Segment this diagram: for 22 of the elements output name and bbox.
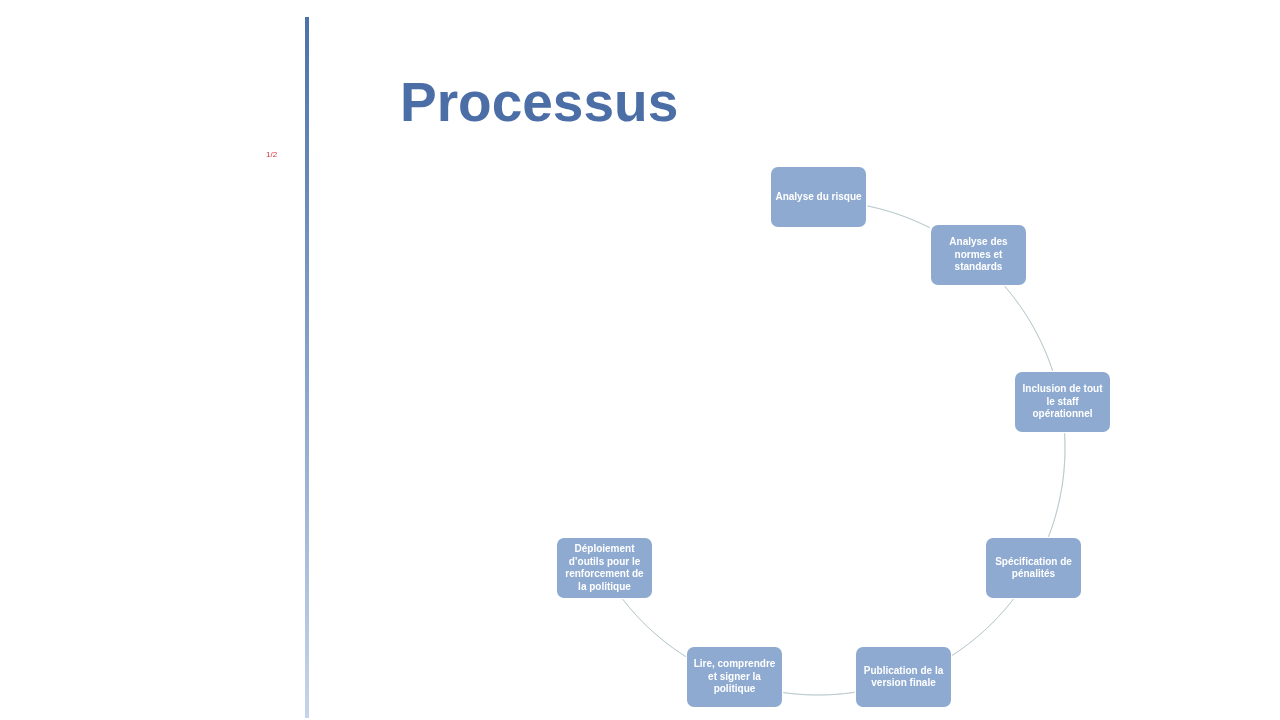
connector-line	[951, 598, 1014, 656]
connector-line	[782, 691, 856, 696]
step-label: Analyse du risque	[775, 190, 862, 204]
step-label: Publication de la version finale	[862, 664, 945, 690]
step-label: Analyse des normes et standards	[948, 236, 1009, 274]
connector-line	[866, 205, 931, 229]
process-box	[557, 538, 652, 598]
process-box	[856, 647, 951, 707]
page-number: 1/2	[266, 151, 278, 159]
step-label: Lire, comprendre et signer la politique	[692, 658, 777, 696]
step-label: Inclusion de tout le staff opérationnel	[1021, 383, 1104, 421]
process-box	[931, 225, 1026, 285]
step-label: Spécification de pénalités	[994, 555, 1073, 581]
process-box	[1015, 372, 1110, 432]
process-box	[771, 167, 866, 227]
process-box	[986, 538, 1081, 598]
connector-line	[1004, 285, 1054, 372]
step-label: Déploiement d’outils pour le renforcement de la politique	[564, 543, 645, 593]
slide-title: Processus	[400, 72, 679, 133]
process-box	[687, 647, 782, 707]
connector-line	[1048, 432, 1066, 538]
connector-line	[622, 598, 687, 658]
